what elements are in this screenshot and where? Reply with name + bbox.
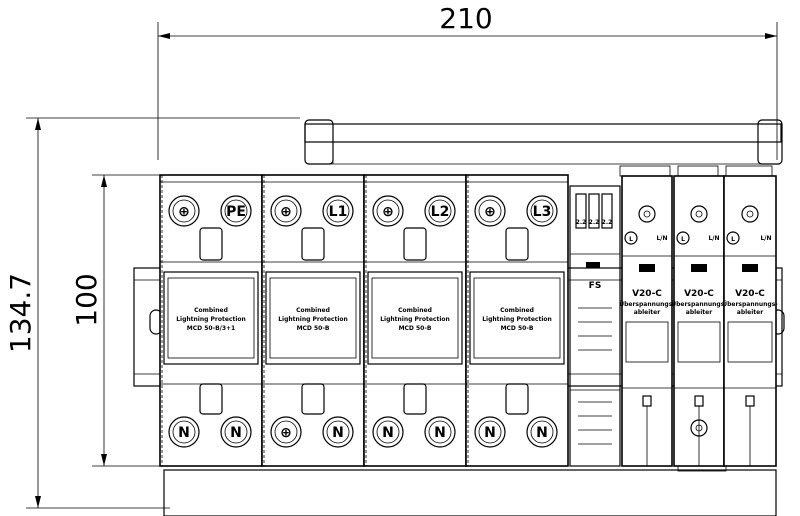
fuse-module: 2.2 2.2 2.2 FS — [569, 185, 621, 467]
terminal-label: L2 — [431, 204, 450, 220]
terminal-screw: ⊕ — [270, 195, 302, 227]
terminal-screw: N — [220, 416, 252, 448]
terminal-screw: N — [474, 416, 506, 448]
terminal-screw: L1 — [322, 195, 354, 227]
terminal-screw: ⊕ — [372, 195, 404, 227]
spd-type: V20-C — [735, 289, 765, 299]
terminal-screw: N — [424, 416, 456, 448]
spd-module: L L/N V20-C Überspannungs-ableiter — [671, 175, 727, 467]
fuse-slot-label: 2.2 — [576, 219, 587, 226]
terminal-label: ⊕ — [382, 204, 394, 220]
spd-terminal-label: L/N — [760, 235, 771, 242]
total-height-dimension: 134.7 — [4, 117, 300, 509]
terminal-screw: N — [322, 416, 354, 448]
terminal-label: N — [230, 425, 242, 441]
spd-terminal-label: L — [681, 236, 685, 243]
top-busbar — [304, 119, 783, 177]
spd-desc: ableiter — [737, 309, 763, 316]
width-dimension: 210 — [157, 2, 778, 160]
terminal-screw: ⊕ — [168, 195, 200, 227]
terminal-label: ⊕ — [484, 204, 496, 220]
spd-module: L L/N V20-C Überspannungs-ableiter — [619, 175, 675, 467]
mcb-label-line: MCD 50-B — [501, 325, 534, 332]
mcb-label-line: Lightning Protection — [380, 316, 450, 323]
module-height-dimension: 100 — [70, 174, 160, 467]
spd-module: L L/N V20-C Überspannungs-ableiter — [722, 175, 778, 467]
spd-desc: ableiter — [634, 309, 660, 316]
terminal-label: L3 — [533, 204, 552, 220]
mcb-label-line: Lightning Protection — [482, 316, 552, 323]
terminal-screw: N — [168, 416, 200, 448]
mcb-label-line: Combined — [194, 307, 228, 314]
terminal-label: ⊕ — [280, 204, 292, 220]
mcb-label-line: MCD 50-B — [399, 325, 432, 332]
mcb-label-line: MCD 50-B/3+1 — [187, 325, 235, 332]
terminal-label: N — [434, 425, 446, 441]
total-height-label: 134.7 — [4, 273, 37, 353]
terminal-label: N — [178, 425, 190, 441]
mcb-label-line: Lightning Protection — [278, 316, 348, 323]
spd-desc: Überspannungs- — [671, 301, 727, 308]
spd-terminal-label: L/N — [708, 235, 719, 242]
fuse-slot-label: 2.2 — [589, 219, 600, 226]
fs-label: FS — [589, 281, 602, 291]
width-dimension-label: 210 — [439, 2, 492, 35]
terminal-label: PE — [226, 204, 246, 220]
spd-desc: Überspannungs- — [619, 301, 675, 308]
spd-bottom-screw — [690, 419, 708, 437]
spd-type: V20-C — [684, 289, 714, 299]
terminal-screw: N — [526, 416, 558, 448]
spd-type: V20-C — [632, 289, 662, 299]
terminal-screw: ⊕ — [270, 416, 302, 448]
terminal-label: N — [536, 425, 548, 441]
module-height-label: 100 — [70, 273, 103, 326]
base-plate — [163, 469, 777, 516]
spd-desc: ableiter — [686, 309, 712, 316]
terminal-label: ⊕ — [178, 204, 190, 220]
spd-modules: L L/N V20-C Überspannungs-ableiter L L/N V20-C… — [619, 175, 778, 467]
terminal-label: N — [332, 425, 344, 441]
mcb-label-line: Lightning Protection — [176, 316, 246, 323]
mcb-label-line: Combined — [500, 307, 534, 314]
terminal-screw: L2 — [424, 195, 456, 227]
mcb-label-line: MCD 50-B — [297, 325, 330, 332]
terminal-screw: ⊕ — [474, 195, 506, 227]
fuse-slot-label: 2.2 — [602, 219, 613, 226]
terminal-screw: N — [372, 416, 404, 448]
mcb-label-line: Combined — [398, 307, 432, 314]
terminal-label: ⊕ — [280, 425, 292, 441]
spd-terminal-label: L — [629, 236, 633, 243]
spd-terminal-label: L/N — [656, 235, 667, 242]
terminal-label: L1 — [329, 204, 348, 220]
mcb-label-line: Combined — [296, 307, 330, 314]
terminal-screw: PE — [220, 195, 252, 227]
terminal-screw: L3 — [526, 195, 558, 227]
terminal-label: N — [382, 425, 394, 441]
terminal-label: N — [484, 425, 496, 441]
spd-desc: Überspannungs- — [722, 301, 778, 308]
spd-terminal-label: L — [731, 236, 735, 243]
